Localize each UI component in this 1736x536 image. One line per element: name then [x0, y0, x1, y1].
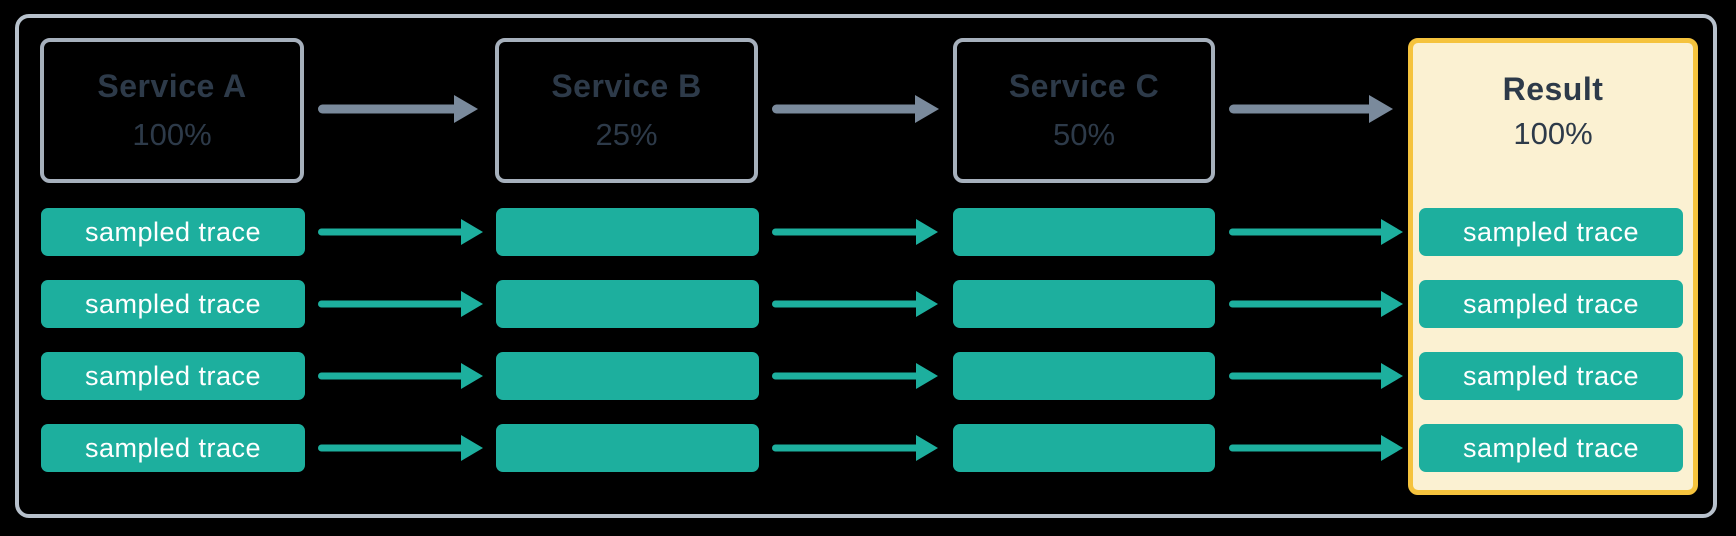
arrowhead-icon	[461, 363, 483, 389]
service-a-trace-bar: sampled trace	[41, 424, 305, 472]
arrowhead-icon	[1369, 95, 1393, 123]
service-b-trace-bar	[496, 352, 759, 400]
arrowhead-icon	[461, 219, 483, 245]
arrow-shaft	[1229, 444, 1385, 452]
trace-arrow-right-icon	[318, 435, 483, 461]
service-c-box: Service C 50%	[953, 38, 1215, 183]
service-b-trace-bar	[496, 424, 759, 472]
result-trace-bar: sampled trace	[1419, 424, 1683, 472]
arrow-shaft	[772, 372, 920, 380]
service-a-title: Service A	[97, 68, 247, 104]
service-a-trace-bar: sampled trace	[41, 280, 305, 328]
arrow-shaft	[318, 372, 465, 380]
service-a-box: Service A 100%	[40, 38, 304, 183]
trace-arrow-right-icon	[772, 219, 938, 245]
trace-arrow-right-icon	[1229, 363, 1403, 389]
trace-arrow-right-icon	[772, 291, 938, 317]
arrow-shaft	[318, 104, 458, 114]
trace-arrow-right-icon	[1229, 291, 1403, 317]
arrowhead-icon	[1381, 363, 1403, 389]
service-c-trace-bar	[953, 424, 1215, 472]
result-rate: 100%	[1513, 116, 1593, 151]
arrow-shaft	[1229, 228, 1385, 236]
arrow-shaft	[1229, 104, 1373, 114]
trace-arrow-right-icon	[1229, 219, 1403, 245]
arrowhead-icon	[461, 435, 483, 461]
arrow-shaft	[318, 300, 465, 308]
trace-arrow-right-icon	[318, 363, 483, 389]
service-c-title: Service C	[1008, 68, 1160, 104]
result-title: Result	[1502, 71, 1604, 107]
trace-arrow-right-icon	[772, 435, 938, 461]
result-box: Result 100% sampled trace sampled trace …	[1408, 38, 1698, 495]
arrow-shaft	[772, 228, 920, 236]
service-b-box: Service B 25%	[495, 38, 758, 183]
arrowhead-icon	[916, 291, 938, 317]
arrowhead-icon	[916, 363, 938, 389]
arrow-shaft	[1229, 372, 1385, 380]
result-trace-bar: sampled trace	[1419, 352, 1683, 400]
trace-arrow-right-icon	[318, 219, 483, 245]
service-b-trace-bar	[496, 280, 759, 328]
service-a-rate: 100%	[132, 117, 212, 152]
arrow-shaft	[772, 444, 920, 452]
service-a-trace-bar: sampled trace	[41, 352, 305, 400]
service-c-trace-bar	[953, 352, 1215, 400]
service-c-trace-bar	[953, 208, 1215, 256]
arrowhead-icon	[1381, 219, 1403, 245]
arrowhead-icon	[461, 291, 483, 317]
trace-arrow-right-icon	[1229, 435, 1403, 461]
flow-arrow-right-icon	[772, 95, 939, 123]
arrowhead-icon	[1381, 435, 1403, 461]
service-b-trace-bar	[496, 208, 759, 256]
service-b-rate: 25%	[595, 117, 658, 152]
arrow-shaft	[318, 228, 465, 236]
trace-arrow-right-icon	[772, 363, 938, 389]
flow-arrow-right-icon	[318, 95, 478, 123]
service-c-rate: 50%	[1052, 117, 1116, 152]
arrow-shaft	[772, 104, 919, 114]
arrowhead-icon	[916, 219, 938, 245]
arrowhead-icon	[915, 95, 939, 123]
arrowhead-icon	[1381, 291, 1403, 317]
arrowhead-icon	[454, 95, 478, 123]
arrow-shaft	[1229, 300, 1385, 308]
flow-arrow-right-icon	[1229, 95, 1393, 123]
arrow-shaft	[318, 444, 465, 452]
result-trace-bar: sampled trace	[1419, 280, 1683, 328]
service-c-trace-bar	[953, 280, 1215, 328]
arrowhead-icon	[916, 435, 938, 461]
diagram-frame	[15, 14, 1717, 518]
result-trace-bar: sampled trace	[1419, 208, 1683, 256]
service-a-trace-bar: sampled trace	[41, 208, 305, 256]
arrow-shaft	[772, 300, 920, 308]
trace-arrow-right-icon	[318, 291, 483, 317]
service-b-title: Service B	[551, 68, 702, 104]
